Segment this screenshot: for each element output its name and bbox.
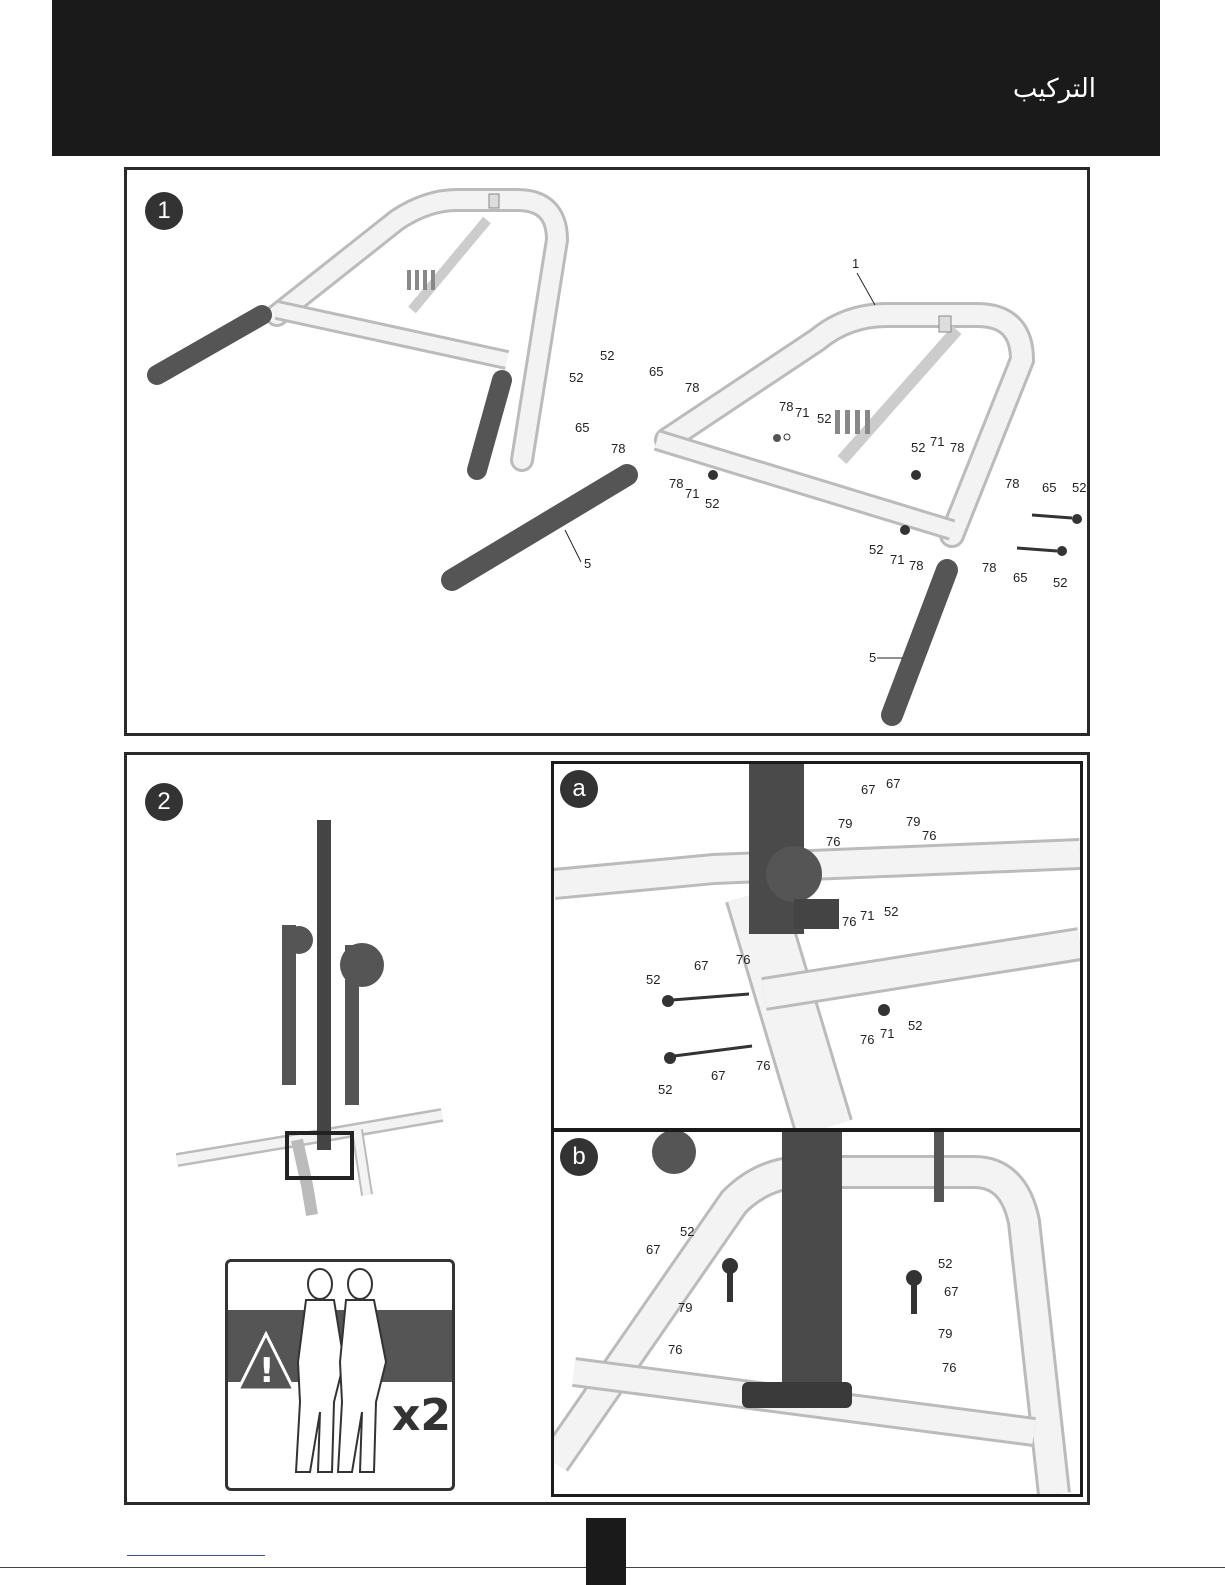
svg-text:71: 71: [890, 552, 904, 567]
step-2-panel: 2 ! x2 a: [124, 752, 1090, 1505]
two-person-warning: ! x2: [225, 1259, 455, 1491]
svg-text:76: 76: [826, 834, 840, 849]
svg-text:65: 65: [649, 364, 663, 379]
svg-text:71: 71: [930, 434, 944, 449]
svg-text:52: 52: [600, 348, 614, 363]
detail-b-illustration: 52 67 79 76 52 67 79 76: [554, 1132, 1080, 1494]
svg-text:76: 76: [668, 1342, 682, 1357]
svg-text:52: 52: [938, 1256, 952, 1271]
svg-text:79: 79: [906, 814, 920, 829]
svg-text:78: 78: [982, 560, 996, 575]
svg-text:71: 71: [795, 405, 809, 420]
svg-text:52: 52: [705, 496, 719, 511]
svg-text:67: 67: [646, 1242, 660, 1257]
svg-text:52: 52: [869, 542, 883, 557]
svg-text:78: 78: [909, 558, 923, 573]
footer-link-underline[interactable]: [127, 1555, 265, 1556]
svg-text:71: 71: [880, 1026, 894, 1041]
svg-text:67: 67: [944, 1284, 958, 1299]
detail-a-illustration: 67 67 79 79 76 76 76 71 52 52 67 76 52 67 76 76 71…: [554, 764, 1080, 1128]
step-2-overview-illustration: [127, 755, 547, 1255]
people-silhouette-icon: [296, 1269, 386, 1472]
svg-text:52: 52: [646, 972, 660, 987]
assembled-frame-left: [157, 194, 557, 470]
svg-text:65: 65: [1013, 570, 1027, 585]
svg-text:52: 52: [1072, 480, 1086, 495]
svg-text:52: 52: [817, 411, 831, 426]
svg-text:78: 78: [611, 441, 625, 456]
detail-b-badge: b: [560, 1138, 598, 1176]
svg-text:76: 76: [736, 952, 750, 967]
svg-text:78: 78: [1005, 476, 1019, 491]
step-1-panel: 1: [124, 167, 1090, 736]
svg-text:52: 52: [569, 370, 583, 385]
svg-text:65: 65: [1042, 480, 1056, 495]
svg-text:52: 52: [908, 1018, 922, 1033]
step-1-badge: 1: [145, 192, 183, 230]
svg-text:76: 76: [922, 828, 936, 843]
svg-text:67: 67: [694, 958, 708, 973]
svg-text:71: 71: [685, 486, 699, 501]
svg-text:52: 52: [1053, 575, 1067, 590]
detail-b-panel: b 52 67 79 76 52 67 79 76: [551, 1129, 1083, 1497]
people-count-label: x2: [392, 1390, 451, 1441]
svg-text:79: 79: [938, 1326, 952, 1341]
svg-text:76: 76: [756, 1058, 770, 1073]
svg-text:67: 67: [861, 782, 875, 797]
svg-text:76: 76: [860, 1032, 874, 1047]
svg-text:52: 52: [680, 1224, 694, 1239]
svg-text:1: 1: [852, 256, 859, 271]
svg-text:79: 79: [678, 1300, 692, 1315]
svg-text:78: 78: [685, 380, 699, 395]
svg-text:52: 52: [658, 1082, 672, 1097]
svg-text:5: 5: [869, 650, 876, 665]
svg-text:71: 71: [860, 908, 874, 923]
page-tab: [586, 1518, 626, 1585]
svg-text:65: 65: [575, 420, 589, 435]
svg-text:78: 78: [669, 476, 683, 491]
page-header: التركيب: [52, 0, 1160, 156]
svg-text:52: 52: [884, 904, 898, 919]
svg-text:78: 78: [779, 399, 793, 414]
svg-text:76: 76: [942, 1360, 956, 1375]
svg-text:67: 67: [711, 1068, 725, 1083]
detail-a-badge: a: [560, 770, 598, 808]
svg-text:5: 5: [584, 556, 591, 571]
svg-text:76: 76: [842, 914, 856, 929]
svg-text:52: 52: [911, 440, 925, 455]
page-title: التركيب: [1013, 74, 1096, 104]
svg-text:79: 79: [838, 816, 852, 831]
detail-a-panel: a 67 67 79 79 76 76 76 71 52 52 67 76 52 67 76 76…: [551, 761, 1083, 1131]
svg-text:!: !: [259, 1351, 275, 1391]
svg-text:78: 78: [950, 440, 964, 455]
svg-text:67: 67: [886, 776, 900, 791]
